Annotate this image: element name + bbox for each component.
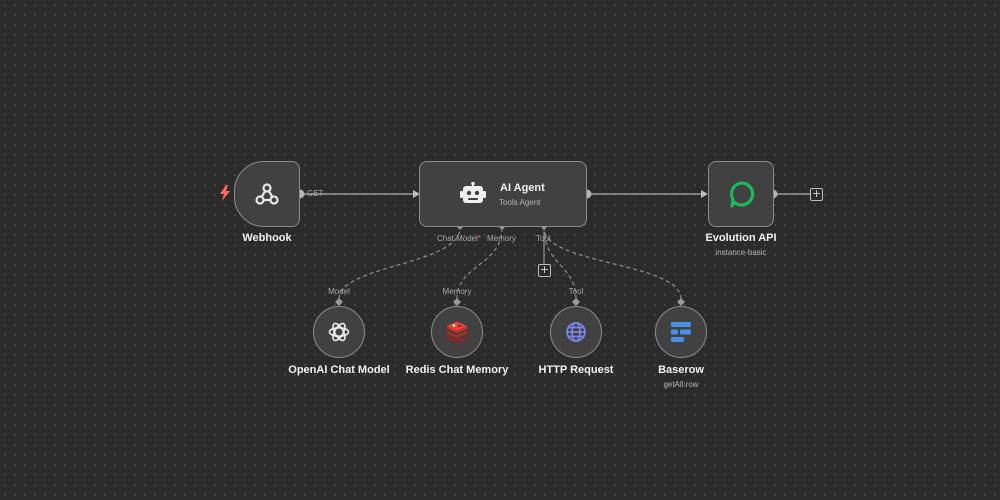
http-request-label: HTTP Request: [538, 364, 614, 376]
redis-icon: [445, 321, 469, 343]
globe-icon: [565, 321, 587, 343]
wire-openai-to-agent: [338, 227, 461, 300]
wire-baserow-to-agent: [543, 227, 682, 300]
add-node-button[interactable]: +: [810, 187, 823, 201]
http-output-label: Tool: [568, 287, 584, 296]
handle-baserow-out: [677, 298, 685, 306]
baserow-icon: [670, 321, 692, 343]
webhook-label: Webhook: [242, 232, 292, 244]
agent-input-tool-label: Tool: [536, 234, 551, 243]
redis-chat-memory-label: Redis Chat Memory: [405, 364, 509, 376]
webhook-icon: [253, 180, 281, 208]
http-request-node[interactable]: [550, 306, 602, 358]
baserow-label: Baserow: [658, 364, 704, 376]
evolution-api-subtitle: instance-basic: [715, 248, 767, 257]
agent-input-memory-label: Memory: [487, 234, 516, 243]
ai-agent-node[interactable]: AI Agent Tools Agent: [419, 161, 587, 227]
wire-arrow-agent: [413, 190, 420, 198]
evolution-api-label: Evolution API: [705, 232, 777, 244]
robot-icon: [460, 182, 486, 206]
wire-http-to-agent: [543, 227, 577, 300]
handle-redis-out: [453, 298, 461, 306]
agent-input-chat-model-label: Chat Model*: [437, 234, 481, 243]
openai-chat-model-node[interactable]: [313, 306, 365, 358]
ai-agent-label: AI Agent: [500, 182, 545, 194]
baserow-node[interactable]: [655, 306, 707, 358]
handle-http-out: [572, 298, 580, 306]
webhook-output-label: GET: [307, 189, 324, 198]
required-mark: *: [477, 234, 482, 243]
handle-openai-out: [335, 298, 343, 306]
lightning-bolt-icon: [219, 185, 231, 201]
openai-output-label: Model: [328, 287, 350, 296]
redis-output-label: Memory: [442, 287, 472, 296]
wire-arrow-evolution: [701, 190, 708, 198]
add-tool-button[interactable]: +: [538, 263, 551, 277]
wire-redis-to-agent: [456, 227, 503, 300]
openai-icon: [327, 320, 351, 344]
evolution-api-node[interactable]: [708, 161, 774, 227]
openai-chat-model-label: OpenAI Chat Model: [288, 364, 390, 376]
webhook-node[interactable]: [234, 161, 300, 227]
chat-bubble-icon: [728, 180, 756, 208]
baserow-subtitle: getAll:row: [663, 380, 699, 389]
ai-agent-subtitle: Tools Agent: [499, 198, 541, 207]
redis-chat-memory-node[interactable]: [431, 306, 483, 358]
chat-model-text: Chat Model: [437, 234, 478, 243]
